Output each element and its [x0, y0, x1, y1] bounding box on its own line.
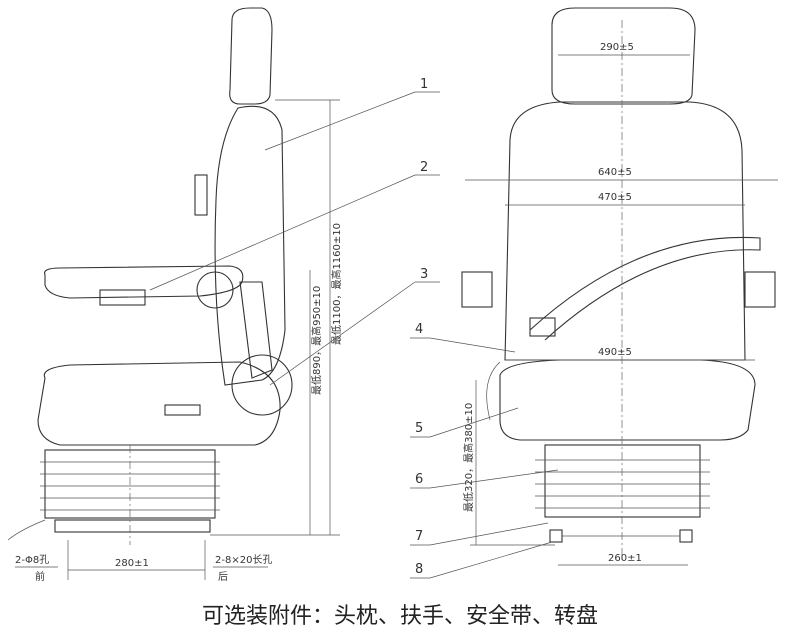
dim-cushion-width: 490±5 [598, 347, 632, 358]
callout-6: 6 [415, 472, 423, 487]
dim-outer-width: 640±5 [598, 167, 632, 178]
left-armrest-front [461, 271, 493, 308]
dim-side-base-width: 280±1 [115, 558, 149, 569]
seat-belt [529, 236, 761, 341]
left-mount [549, 529, 563, 543]
rear-holes-label: 2-8×20长孔 [215, 554, 272, 566]
side-bellows-folds [40, 461, 220, 511]
callout-2: 2 [420, 160, 428, 175]
front-bellows-folds [535, 459, 710, 509]
recliner-hub [196, 271, 234, 309]
front-cushion [499, 359, 756, 441]
dim-headrest: 290±5 [600, 42, 634, 53]
side-backrest [214, 105, 286, 386]
armrest-handle [99, 289, 146, 306]
dim-total-height: 最低1100，最高1160±10 [330, 223, 343, 345]
side-headrest [229, 7, 273, 105]
dim-front-base-width: 260±1 [608, 553, 642, 564]
rear-label: 后 [218, 571, 228, 583]
belt-strap-lower [486, 361, 501, 421]
seat-technical-drawing: 最低890，最高950±10 最低1100，最高1160±10 280±1 2-… [7, 7, 778, 583]
side-base-plate [54, 519, 211, 533]
side-cushion [37, 361, 281, 446]
front-label: 前 [35, 570, 45, 583]
front-headrest [551, 7, 696, 105]
front-holes-label: 2-Φ8孔 [15, 554, 49, 566]
belt-buckle [529, 317, 556, 337]
dim-seat-height: 最低890，最高950±10 [310, 286, 323, 395]
callout-7: 7 [415, 529, 423, 544]
front-backrest [504, 101, 746, 361]
callout-4: 4 [415, 322, 423, 337]
side-lumbar-knob [194, 174, 208, 216]
front-suspension-bellows [544, 444, 701, 518]
side-view: 最低890，最高950±10 最低1100，最高1160±10 280±1 2-… [7, 7, 440, 583]
front-view: 290±5 640±5 470±5 490±5 最低320，最高380±10 2… [410, 7, 778, 579]
callout-3: 3 [420, 267, 428, 282]
air-hose [7, 519, 46, 541]
callout-5: 5 [415, 421, 423, 436]
side-frame-link [239, 281, 273, 379]
dim-suspension-height: 最低320，最高380±10 [462, 403, 475, 512]
right-mount [679, 529, 693, 543]
cushion-lever [164, 404, 201, 416]
caption: 可选装附件：头枕、扶手、安全带、转盘 [201, 604, 598, 629]
dim-back-width: 470±5 [598, 192, 632, 203]
callout-1: 1 [420, 77, 428, 92]
side-armrest [44, 265, 244, 299]
part-3-hub [231, 354, 293, 416]
right-armrest-front [744, 271, 776, 308]
callout-8: 8 [415, 562, 423, 577]
